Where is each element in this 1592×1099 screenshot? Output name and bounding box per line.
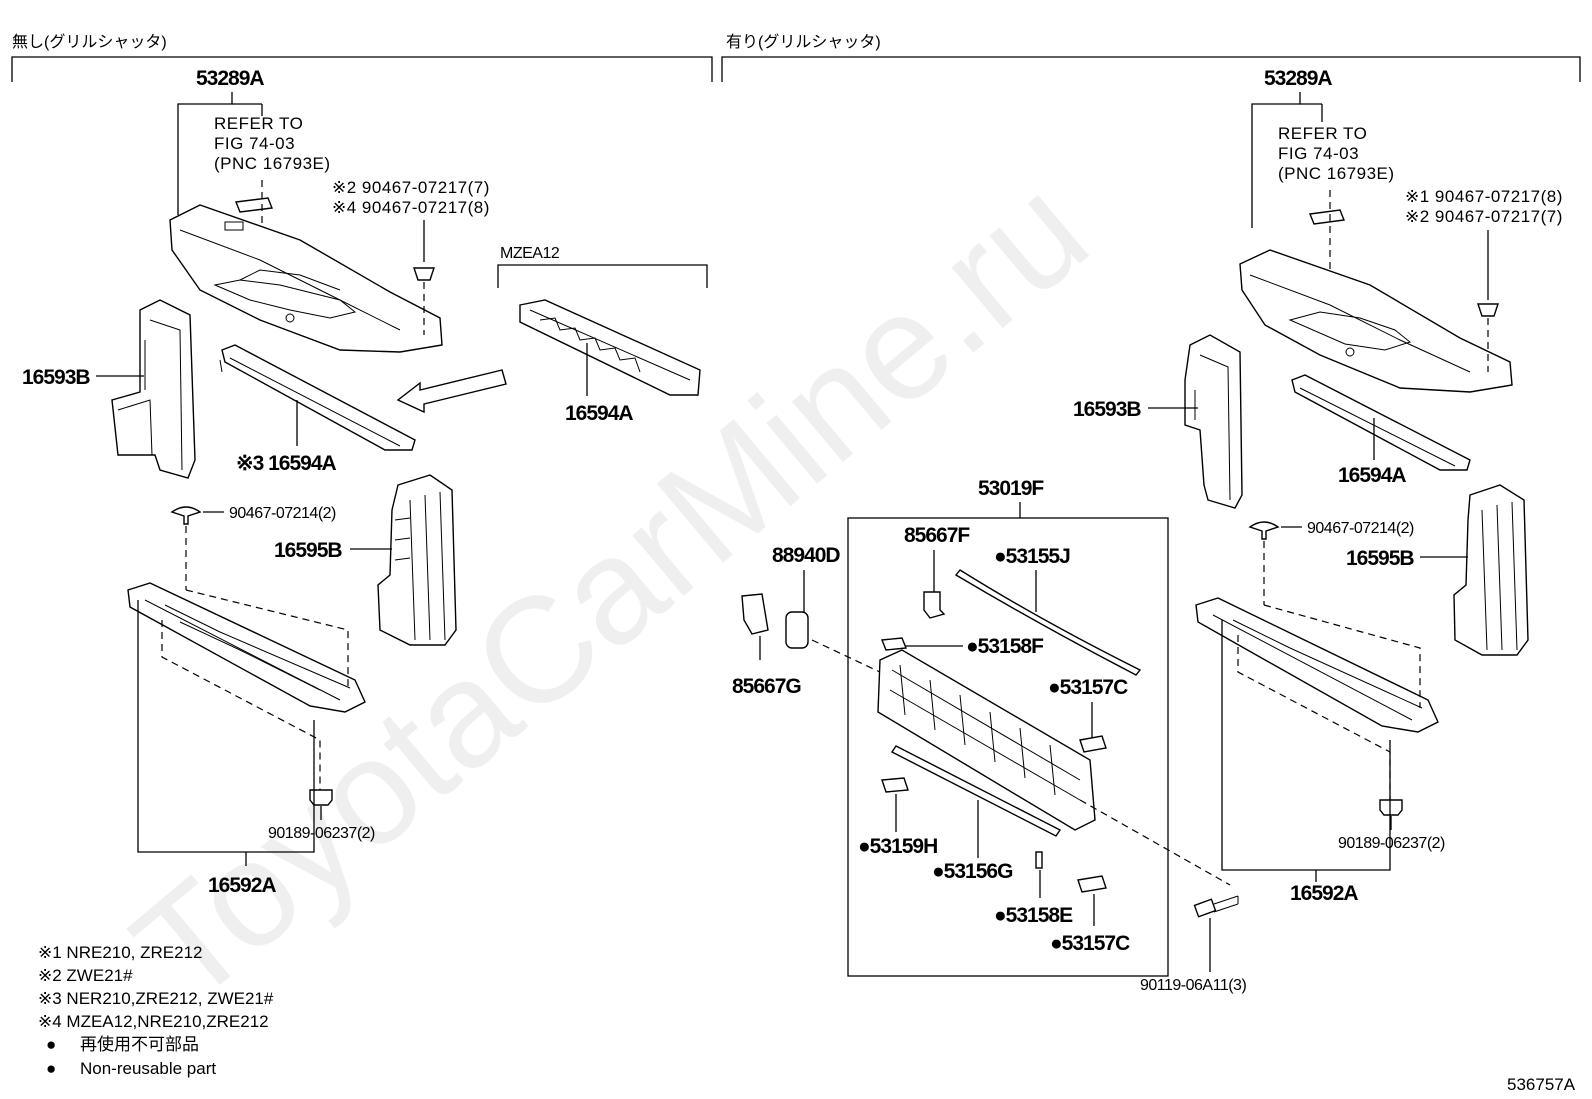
- part-53158F: [881, 637, 907, 651]
- part-16594A-alt: [519, 299, 701, 396]
- grille-shutter-53019F: [877, 649, 1096, 831]
- label-85667F: 85667F: [904, 524, 970, 547]
- part-53155J: [954, 569, 1142, 676]
- part-53157C-top: [1079, 735, 1107, 753]
- pad-16793E-left: [235, 197, 273, 213]
- panel-16592A-right: [1195, 597, 1439, 733]
- clip-note-1-left: ※2 90467-07217(7): [332, 178, 490, 197]
- refer-text-3-right: (PNC 16793E): [1278, 164, 1395, 183]
- refer-text-2-left: FIG 74-03: [214, 134, 295, 153]
- refer-text-2-right: FIG 74-03: [1278, 144, 1359, 163]
- clip-icon-90467-07214-right: [1248, 521, 1280, 540]
- refer-text-3-left: (PNC 16793E): [214, 154, 331, 173]
- label-90467-07214-left: 90467-07214(2): [229, 505, 336, 522]
- label-90467-07214-right: 90467-07214(2): [1307, 520, 1414, 537]
- legend-bullet-1: ●: [46, 1035, 56, 1054]
- part-16594A-left: [219, 344, 416, 451]
- section-title-right: 有り(グリルシャッタ): [726, 33, 881, 51]
- label-53289A-left: 53289A: [196, 67, 264, 90]
- part-16594A-right: [1291, 374, 1471, 471]
- label-88940D: 88940D: [772, 544, 840, 567]
- clip-icon-90467-07217-left: [413, 267, 435, 281]
- label-16593B-right: 16593B: [1073, 398, 1141, 421]
- clip-icon-90189-left: [309, 789, 333, 806]
- label-53289A-right: 53289A: [1264, 67, 1332, 90]
- section-bracket-left: 無し(グリルシャッタ): [11, 33, 713, 82]
- label-53157C-bot: ●53157C: [1050, 932, 1130, 955]
- legend-note-6: Non-reusable part: [80, 1059, 216, 1078]
- part-53156G: [890, 745, 1062, 837]
- part-85667F: [923, 591, 946, 619]
- arrow-icon: [396, 369, 507, 414]
- duct-16593B-right: [1184, 334, 1243, 509]
- figure-id: 536757A: [1507, 1075, 1576, 1094]
- refer-text-1-right: REFER TO: [1278, 124, 1367, 143]
- part-88940D: [785, 611, 809, 649]
- label-16594A-alt: 16594A: [565, 402, 633, 425]
- part-53159H: [881, 777, 909, 793]
- legend-note-2: ※2 ZWE21#: [38, 966, 133, 985]
- refer-text-1-left: REFER TO: [214, 114, 303, 133]
- label-85667G: 85667G: [732, 675, 801, 698]
- pad-16793E-right: [1309, 209, 1345, 225]
- label-16595B-left: 16595B: [274, 539, 342, 562]
- clip-icon-90189-right: [1379, 799, 1403, 816]
- label-53158E: ●53158E: [994, 904, 1073, 927]
- clip-icon-90467-07214-left: [170, 506, 202, 525]
- duct-16595B-right: [1453, 484, 1529, 656]
- legend-note-1: ※1 NRE210, ZRE212: [38, 943, 203, 962]
- legend-note-4: ※4 MZEA12,NRE210,ZRE212: [38, 1012, 269, 1031]
- legend-bullet-2: ●: [46, 1059, 56, 1078]
- duct-16595B-left: [377, 474, 457, 646]
- clip-note-2-left: ※4 90467-07217(8): [332, 198, 490, 217]
- section-title-left: 無し(グリルシャッタ): [12, 33, 167, 51]
- label-53159H: ●53159H: [858, 835, 937, 858]
- panel-16592A-left: [127, 582, 366, 713]
- label-53156G: ●53156G: [932, 860, 1013, 883]
- bolt-icon-90119: [1193, 895, 1239, 918]
- label-16592A-right: 16592A: [1290, 882, 1358, 905]
- label-16595B-right: 16595B: [1346, 547, 1414, 570]
- box-53019F: [847, 517, 1169, 977]
- clip-note-1-right: ※1 90467-07217(8): [1405, 187, 1563, 206]
- seal-53289A-right: [1239, 249, 1513, 393]
- legend-note-5: 再使用不可部品: [80, 1034, 199, 1054]
- legend-note-3: ※3 NER210,ZRE212, ZWE21#: [38, 989, 274, 1008]
- part-53157C-bot: [1077, 875, 1107, 893]
- label-90119: 90119-06A11(3): [1140, 977, 1246, 994]
- clip-note-2-right: ※2 90467-07217(7): [1405, 207, 1563, 226]
- mzea-label: MZEA12: [500, 245, 560, 262]
- clip-icon-90467-07217-right: [1477, 303, 1499, 317]
- label-53157C-top: ●53157C: [1048, 676, 1128, 699]
- legend: ※1 NRE210, ZRE212 ※2 ZWE21# ※3 NER210,ZR…: [38, 943, 274, 1078]
- part-85667G: [741, 593, 769, 635]
- label-53155J: ●53155J: [994, 545, 1070, 568]
- section-bracket-right: 有り(グリルシャッタ): [721, 33, 1581, 82]
- label-90189-right: 90189-06237(2): [1338, 835, 1445, 852]
- label-16594A-right: 16594A: [1338, 464, 1406, 487]
- duct-16593B-left: [111, 299, 196, 479]
- label-16592A-left: 16592A: [208, 874, 276, 897]
- label-16593B-left: 16593B: [22, 366, 90, 389]
- seal-53289A-left: [169, 204, 443, 353]
- label-90189-left: 90189-06237(2): [268, 825, 375, 842]
- label-53158F: ●53158F: [966, 635, 1044, 658]
- label-16594A-left: ※3 16594A: [236, 452, 337, 475]
- part-53158E: [1035, 851, 1043, 869]
- label-53019F: 53019F: [978, 477, 1044, 500]
